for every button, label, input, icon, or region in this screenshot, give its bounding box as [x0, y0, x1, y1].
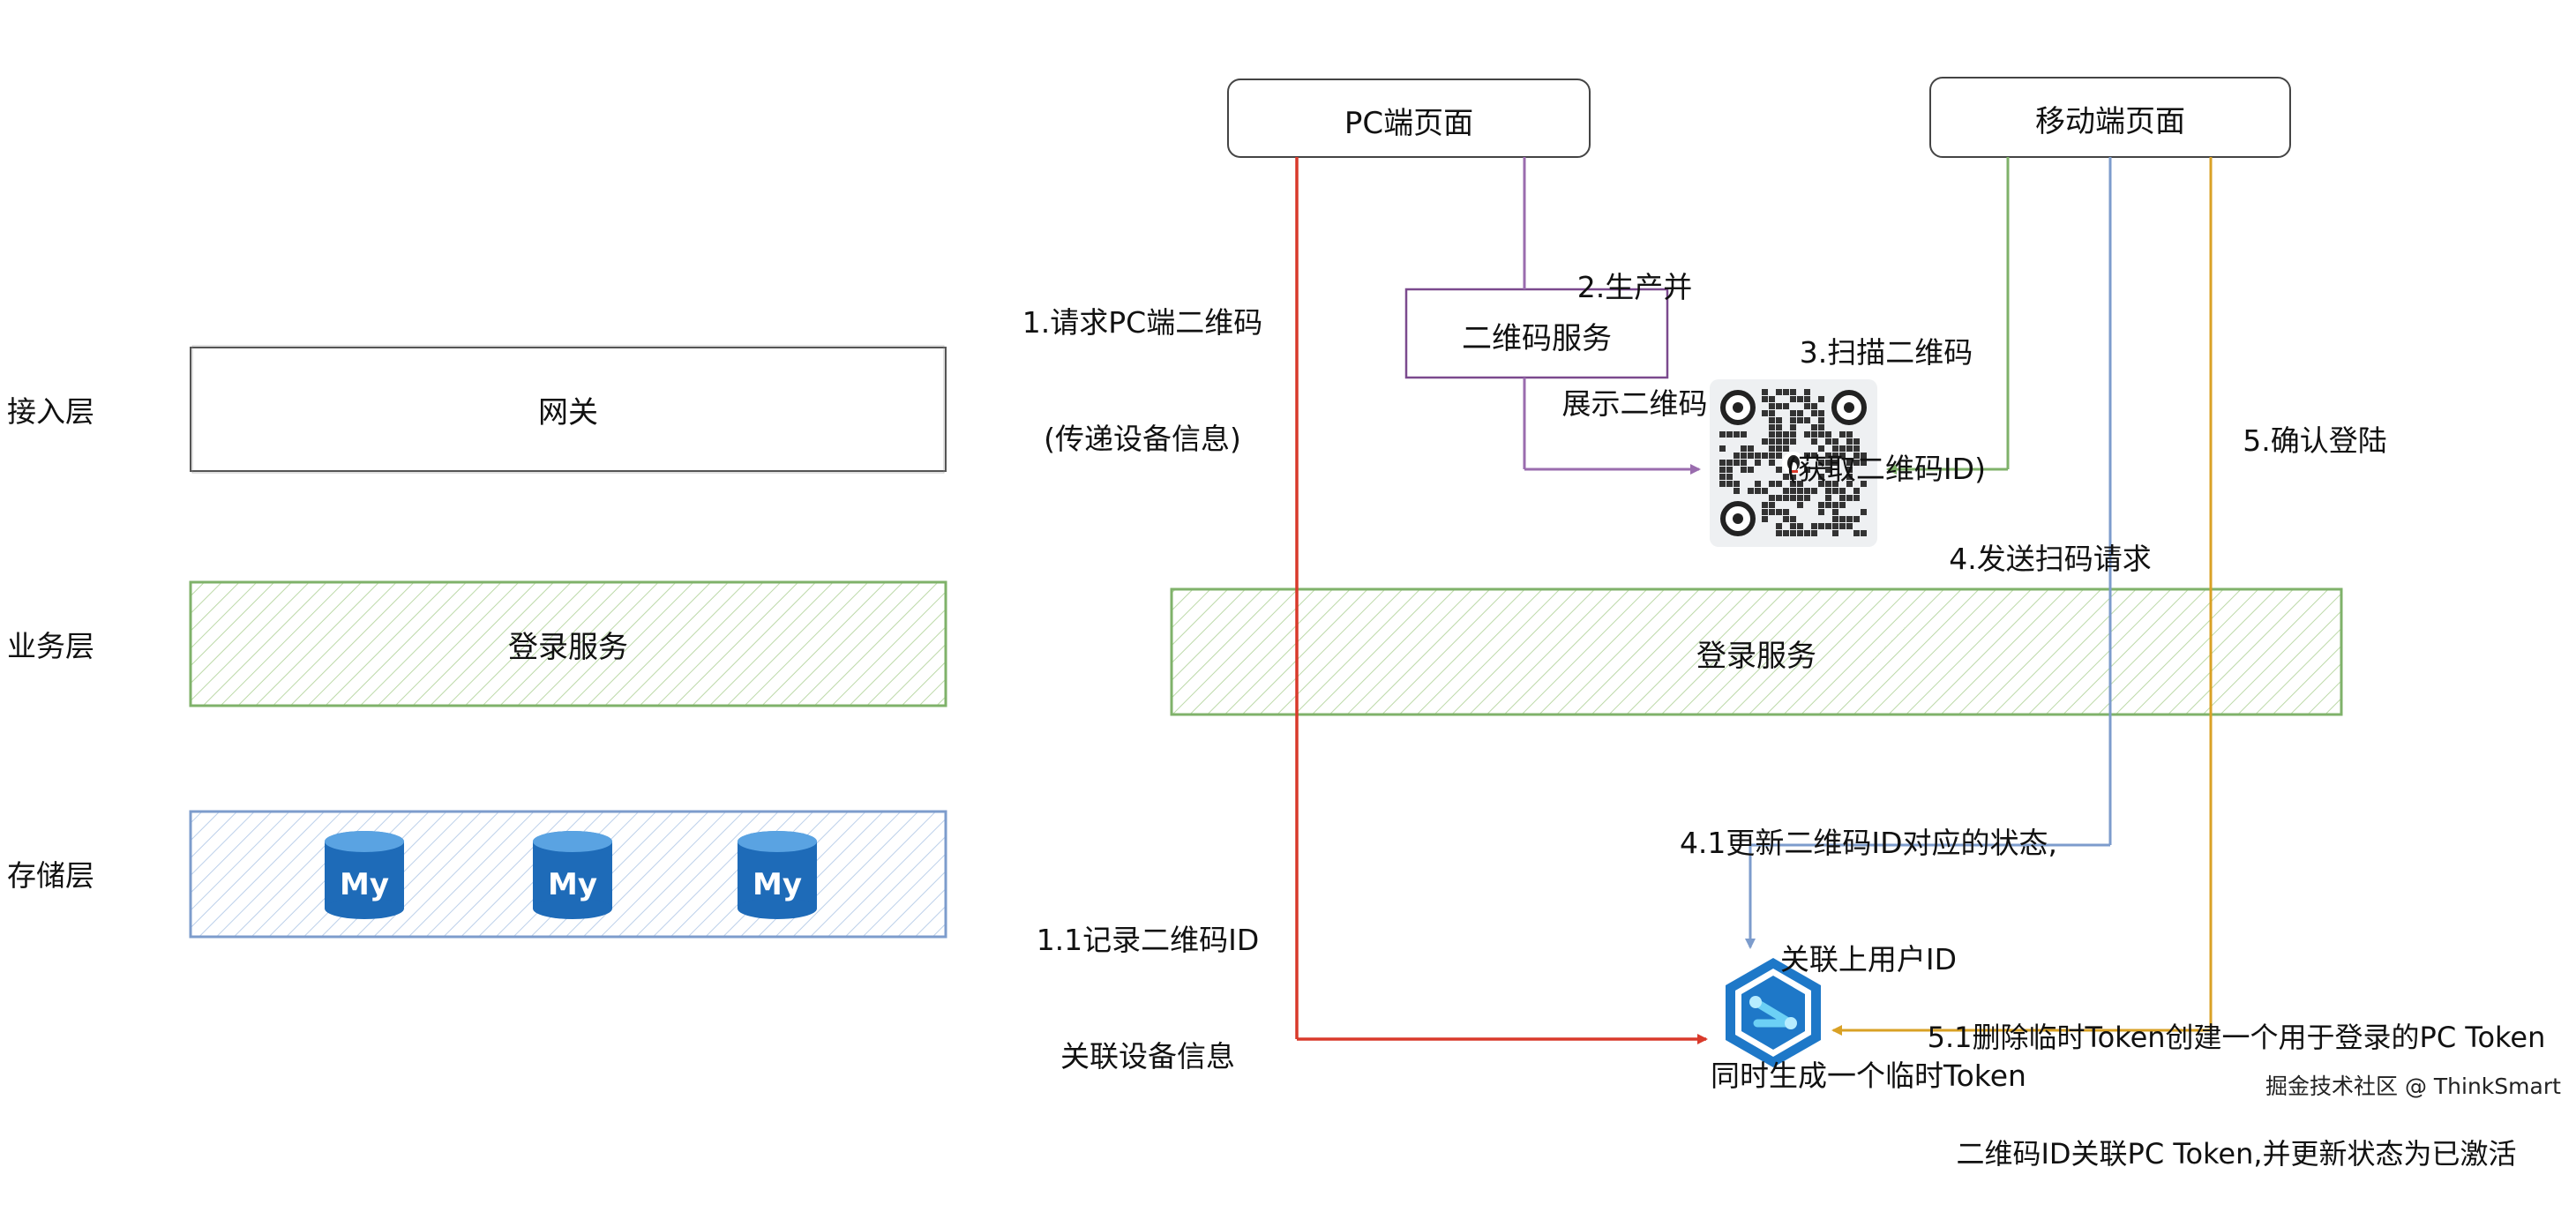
- layer-label-access: 接入层: [7, 394, 94, 429]
- step-2-label: 2.生产并 展示二维码: [1542, 191, 1727, 462]
- mysql-badge-text: My: [340, 867, 389, 902]
- step-4-1-line-2: 关联上用户ID: [1779, 942, 1958, 976]
- flow-orange: [1831, 157, 2213, 1036]
- business-login-box: [189, 580, 947, 707]
- flow-red: [1295, 157, 1708, 1044]
- mysql-db-icon: My: [325, 831, 404, 919]
- layer-label-storage: 存储层: [7, 858, 94, 893]
- gateway-box: [190, 345, 947, 474]
- step-5-label: 5.确认登陆: [2243, 423, 2387, 458]
- step-3-line-1: 3.扫描二维码: [1799, 335, 1973, 370]
- business-login-label: 登录服务: [508, 630, 628, 665]
- pc-page-box: [1227, 79, 1591, 158]
- mysql-badge-text: My: [753, 867, 802, 902]
- step-1-line-2: (传递设备信息): [1044, 422, 1241, 456]
- flow-green: [1886, 157, 2010, 475]
- right-login-service-label: 登录服务: [1696, 639, 1816, 674]
- mobile-page-label: 移动端页面: [2035, 104, 2185, 139]
- service-hexagon-icon: [1726, 958, 1821, 1067]
- step-3-label: 3.扫描二维码 (获取二维码ID): [1771, 256, 2001, 527]
- architecture-diagram: My My My: [189, 77, 2343, 1067]
- step-1-1-label: 1.1记录二维码ID 关联设备信息: [1011, 843, 1284, 1115]
- watermark: 掘金技术社区 @ ThinkSmart: [2265, 1074, 2561, 1099]
- mysql-badge-text: My: [548, 867, 597, 902]
- qr-code-icon: [1710, 379, 1877, 547]
- step-3-line-2: (获取二维码ID): [1786, 452, 1986, 486]
- step-2-line-1: 2.生产并: [1576, 270, 1693, 304]
- flow-purple: [1523, 157, 1701, 475]
- mysql-db-icon: My: [533, 831, 612, 919]
- step-4-1-line-3: 同时生成一个临时Token: [1711, 1059, 2026, 1093]
- qr-service-box: [1404, 288, 1669, 379]
- step-1-1-line-2: 关联设备信息: [1060, 1039, 1235, 1074]
- qr-service-label: 二维码服务: [1462, 321, 1612, 356]
- pc-page-label: PC端页面: [1344, 106, 1474, 141]
- gateway-label: 网关: [538, 395, 598, 430]
- flow-blue: [1745, 157, 2112, 949]
- step-4-1-label: 4.1更新二维码ID对应的状态, 关联上用户ID 同时生成一个临时Token: [1648, 746, 2089, 1134]
- step-1-line-1: 1.请求PC端二维码: [1022, 305, 1263, 340]
- step-1-1-line-1: 1.1记录二维码ID: [1036, 923, 1260, 957]
- right-login-service-box: [1170, 587, 2343, 716]
- step-5-1-line-2: 二维码ID关联PC Token,并更新状态为已激活: [1956, 1137, 2517, 1171]
- step-2-line-2: 展示二维码: [1561, 386, 1708, 421]
- layer-label-business: 业务层: [7, 629, 94, 663]
- mysql-db-icon: My: [738, 831, 817, 919]
- step-5-1-line-1: 5.1删除临时Token创建一个用于登录的PC Token: [1927, 1021, 2546, 1054]
- step-4-1-line-1: 4.1更新二维码ID对应的状态,: [1679, 826, 2058, 860]
- step-4-label: 4.发送扫码请求: [1949, 542, 2152, 576]
- step-1-label: 1.请求PC端二维码 (传递设备信息): [997, 226, 1288, 498]
